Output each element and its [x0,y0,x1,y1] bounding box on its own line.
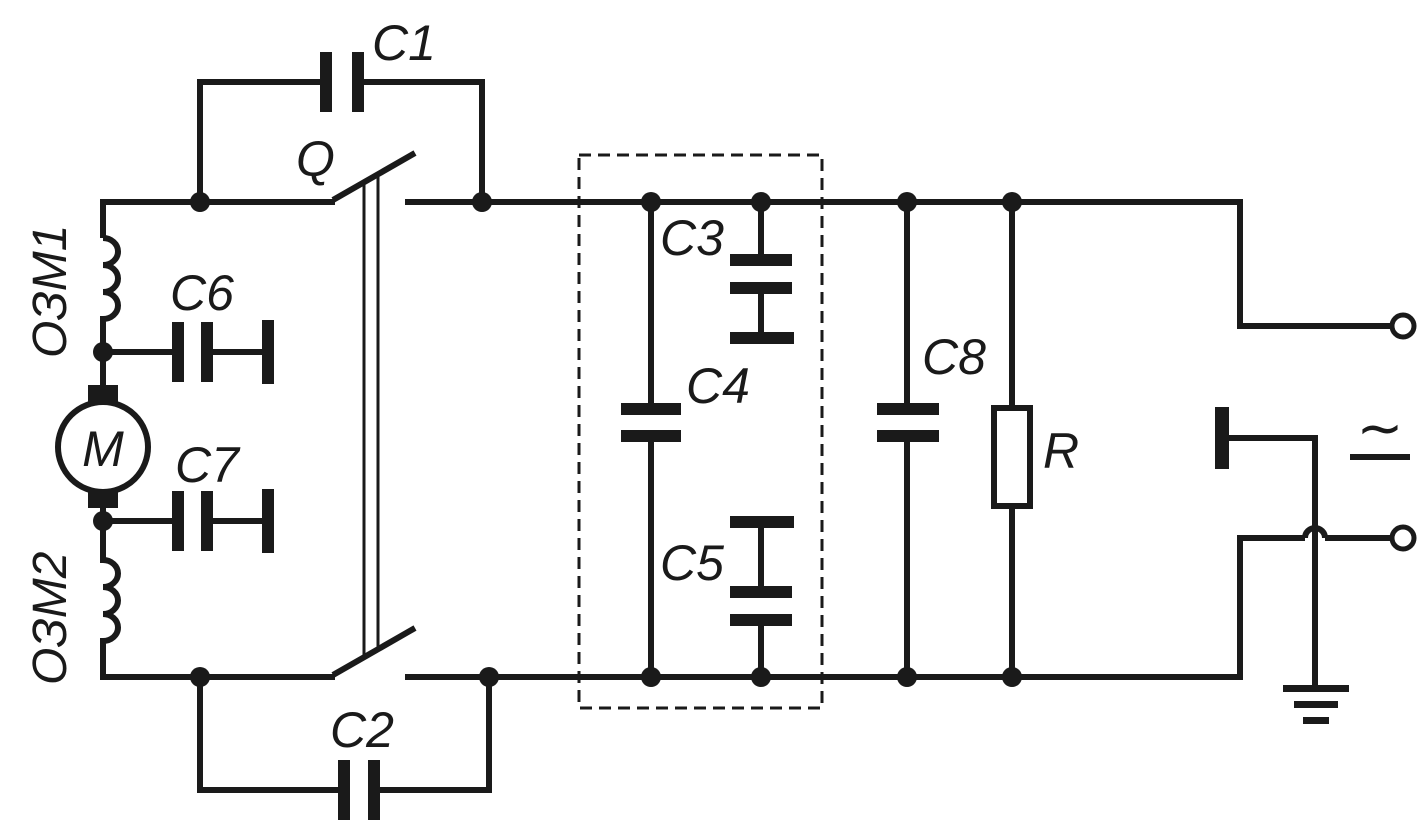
resistor-r [991,202,1033,677]
junction-dots [93,192,1022,687]
label-c7: C7 [175,437,241,493]
capacitor-c6-plate-1 [172,322,184,382]
switch-q [200,150,489,680]
label-r: R [1043,423,1079,479]
motor-brush-bottom [88,490,118,508]
motor-branch: M [55,199,274,680]
terminal-top [1389,312,1417,340]
terminal-bottom [1389,524,1417,552]
top-bus-wire [482,199,1390,329]
capacitor-c6-plate-2 [201,322,213,382]
capacitor-c3 [730,202,794,344]
capacitor-c7-plate-2 [201,491,213,551]
bottom-bus-wire [489,535,1305,680]
svg-text:~: ~ [1357,396,1404,461]
label-q: Q [296,131,335,187]
main-bus [482,199,1390,680]
capacitor-c2 [197,677,492,820]
label-c1: C1 [372,15,436,71]
label-c8: C8 [922,329,986,385]
capacitor-c5 [730,516,794,677]
ground-contact-plate [1215,407,1229,469]
label-c5: C5 [660,535,724,591]
capacitor-c6-ground-plate [262,320,274,384]
field-winding-2-coil [100,500,200,680]
filter-block-boundary [577,153,824,710]
label-field-winding-2: ОЗМ2 [24,552,77,685]
capacitor-c4 [621,202,681,677]
motor-label: M [82,421,124,477]
capacitor-c1 [197,52,485,202]
ground-icon [1283,685,1349,724]
capacitor-c7-plate-1 [172,491,184,551]
ac-symbol: ~ [1350,396,1410,461]
ground-connection [1215,407,1349,724]
capacitor-c7-ground-plate [262,489,274,553]
motor-brush-top [88,385,118,403]
capacitor-c8 [877,202,939,677]
label-c2: C2 [330,702,394,758]
label-c3: C3 [660,210,724,266]
label-c4: C4 [686,358,750,414]
field-winding-1-coil [100,235,121,395]
switch-q-blade-bottom [331,625,417,678]
switch-q-blade-top [331,150,417,203]
label-field-winding-1: ОЗМ1 [24,225,77,358]
label-c6: C6 [170,265,234,321]
